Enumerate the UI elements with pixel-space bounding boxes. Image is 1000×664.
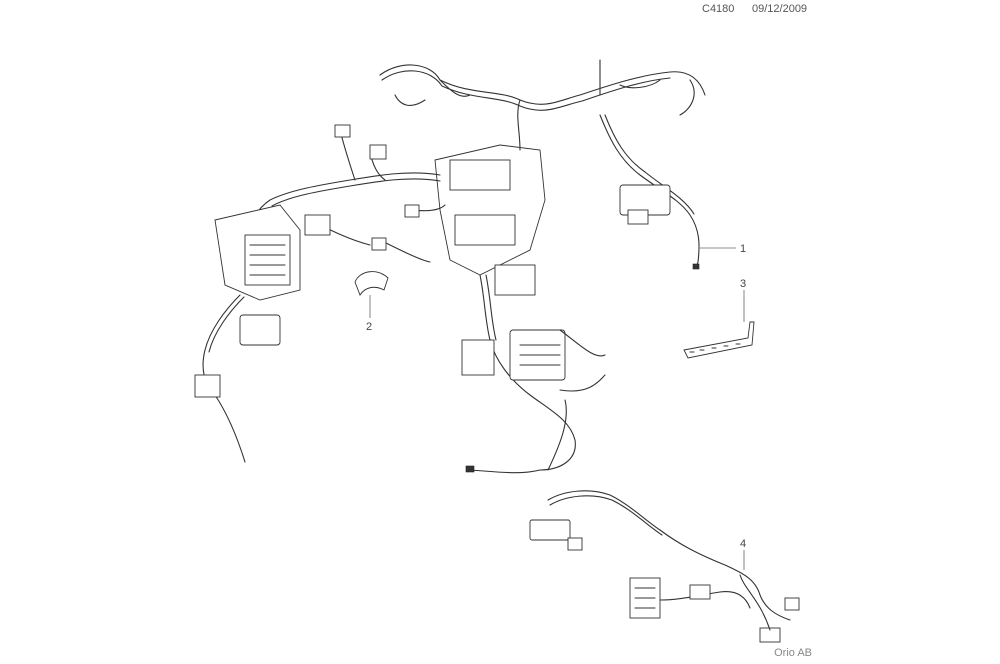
part-3-bracket — [683, 321, 755, 359]
callout-2-label: 2 — [366, 321, 372, 333]
callout-2: 2 — [366, 295, 372, 333]
callout-3-label: 3 — [740, 278, 746, 290]
part-2-clip — [354, 271, 389, 297]
part-4-harness — [529, 490, 800, 643]
diagram-code: C4180 — [702, 3, 735, 15]
main-harness — [194, 59, 706, 474]
callout-4-label: 4 — [740, 538, 746, 550]
brand-footer: Orio AB — [774, 647, 812, 659]
diagram-date: 09/12/2009 — [752, 3, 808, 15]
callout-1-label: 1 — [740, 243, 746, 255]
callout-1: 1 — [700, 243, 746, 255]
callout-3: 3 — [740, 278, 746, 322]
callout-4: 4 — [740, 538, 746, 570]
